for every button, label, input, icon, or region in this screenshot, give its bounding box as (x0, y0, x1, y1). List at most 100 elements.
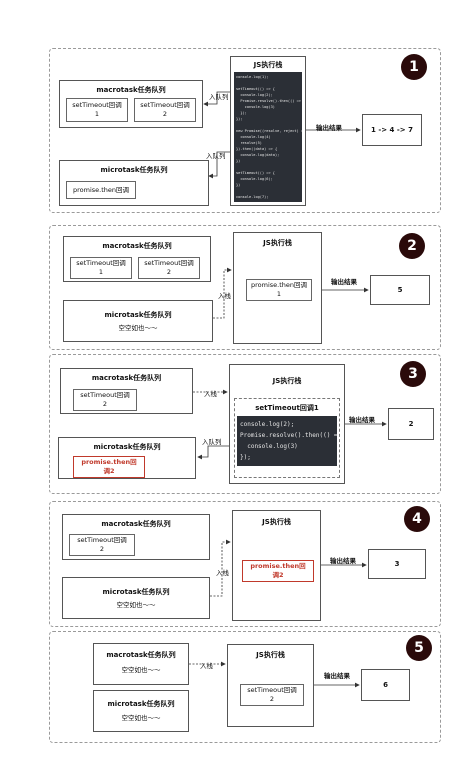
arrow-stack-to-macro (203, 91, 230, 107)
push-label: 入栈 (216, 569, 229, 577)
step-1-js-stack: JS执行栈 console.log(1); setTimeout(() => {… (230, 56, 306, 206)
push-label: 入栈 (204, 390, 217, 398)
step-5-macrotask-queue: macrotask任务队列 空空如也～～ (93, 643, 189, 685)
code-line: console.log(6); (236, 177, 273, 181)
microtask-queue-title: microtask任务队列 (102, 588, 170, 596)
step-5-microtask-queue: microtask任务队列 空空如也～～ (93, 690, 189, 732)
js-stack-title: JS执行栈 (263, 239, 292, 247)
microtask-queue-title: microtask任务队列 (93, 443, 161, 451)
code-line: resolve(5) (236, 141, 262, 145)
step-1-macrotask-queue: macrotask任务队列 setTimeout回调 1 setTimeout回… (59, 80, 203, 128)
step-2-panel (49, 225, 441, 350)
step-3-badge: 3 (400, 361, 426, 387)
code-line: }) (236, 183, 241, 187)
stack-item: setTimeout回调 2 (240, 684, 304, 706)
step-4-js-stack: JS执行栈 promise.then回 调2 (232, 510, 321, 621)
micro-item: promise.then回调 (66, 181, 136, 199)
macrotask-queue-title: macrotask任务队列 (96, 86, 166, 94)
code-line: console.log(3) (236, 105, 275, 109)
output-label: 输出结果 (349, 416, 375, 424)
step-4-badge: 4 (404, 506, 430, 532)
step-1-panel (49, 48, 441, 213)
output-label: 输出结果 (316, 124, 342, 132)
macrotask-queue-title: macrotask任务队列 (102, 242, 172, 250)
step-2-js-stack: JS执行栈 promise.then回调 1 (233, 232, 322, 344)
stack-item: promise.then回 调2 (242, 560, 314, 582)
step-3-output-box: 2 (388, 408, 434, 440)
step-3-js-stack: JS执行栈 setTimeout回调1 console.log(2);Promi… (229, 364, 345, 484)
step-1-output-box: 1 -> 4 -> 7 (362, 114, 422, 146)
step-3-macrotask-queue: macrotask任务队列 setTimeout回调 2 (60, 368, 193, 414)
step-1-code-block: console.log(1); setTimeout(() => { conso… (234, 72, 302, 202)
code-line: console.log(2); (240, 421, 295, 428)
js-stack-title: JS执行栈 (272, 377, 302, 385)
code-line: }).then((data) => { (236, 147, 278, 151)
output-label: 输出结果 (330, 557, 356, 565)
arrow-micro-to-stack (213, 267, 232, 319)
macro-item: setTimeout回调 1 (70, 257, 132, 279)
code-line: }) (236, 159, 241, 163)
empty-text: 空空如也～～ (116, 601, 156, 609)
code-line: console.log(2); (236, 93, 273, 97)
macro-item: setTimeout回调 2 (73, 389, 137, 411)
arrow-stack-to-micro (197, 445, 229, 460)
step-3-code-block: console.log(2);Promise.resolve().then(()… (237, 416, 337, 466)
enqueue-label: 入队列 (209, 93, 229, 101)
step-5-js-stack: JS执行栈 setTimeout回调 2 (227, 644, 314, 727)
output-label: 输出结果 (331, 278, 357, 286)
code-line: console.log(4) (236, 135, 271, 139)
empty-text: 空空如也～～ (121, 666, 161, 674)
step-4-output-box: 3 (368, 549, 426, 579)
code-line: }); (236, 117, 243, 121)
code-line: console.log(1); (236, 75, 269, 79)
code-line: console.log(3) (240, 443, 298, 450)
code-line: }); (240, 454, 251, 461)
step-3-panel (49, 354, 441, 494)
macro-item: setTimeout回调 1 (66, 98, 128, 122)
step-4-microtask-queue: microtask任务队列 空空如也～～ (62, 577, 210, 619)
micro-item: promise.then回 调2 (73, 456, 145, 478)
code-line: setTimeout(() => { (236, 171, 275, 175)
push-label: 入栈 (200, 662, 213, 670)
stack-item: promise.then回调 1 (246, 279, 312, 301)
step-2-badge: 2 (399, 233, 425, 259)
macro-item: setTimeout回调 2 (134, 98, 196, 122)
microtask-queue-title: microtask任务队列 (100, 166, 168, 174)
macrotask-queue-title: macrotask任务队列 (106, 651, 176, 659)
output-label: 输出结果 (324, 672, 350, 680)
code-line: setTimeout(() => { (236, 87, 275, 91)
step-2-microtask-queue: microtask任务队列 空空如也～～ (63, 300, 213, 342)
step-4-macrotask-queue: macrotask任务队列 setTimeout回调 2 (62, 514, 210, 560)
step-5-badge: 5 (406, 635, 432, 661)
step-3-sub-frame: setTimeout回调1 console.log(2);Promise.res… (234, 398, 340, 478)
code-line: console.log(7); (236, 195, 269, 199)
step-1-microtask-queue: microtask任务队列 promise.then回调 (59, 160, 209, 206)
macro-item: setTimeout回调 2 (138, 257, 200, 279)
code-line: }); (236, 111, 247, 115)
arrow-micro-to-stack (210, 539, 231, 597)
macrotask-queue-title: macrotask任务队列 (91, 374, 162, 382)
sub-frame-title: setTimeout回调1 (255, 404, 319, 412)
code-line: console.log(data); (236, 153, 280, 157)
step-5-panel (49, 631, 441, 743)
macro-item: setTimeout回调 2 (69, 534, 135, 556)
step-2-macrotask-queue: macrotask任务队列 setTimeout回调 1 setTimeout回… (63, 236, 211, 282)
empty-text: 空空如也～～ (118, 324, 158, 332)
microtask-queue-title: microtask任务队列 (104, 311, 172, 319)
enqueue-label: 入队列 (202, 438, 222, 446)
macrotask-queue-title: macrotask任务队列 (101, 520, 171, 528)
step-2-output-box: 5 (370, 275, 430, 305)
step-1-badge: 1 (401, 54, 427, 80)
arrow-stack-to-micro (208, 151, 230, 179)
js-stack-title: JS执行栈 (256, 651, 285, 659)
push-label: 入栈 (218, 292, 231, 300)
microtask-queue-title: microtask任务队列 (107, 700, 175, 708)
step-3-microtask-queue: microtask任务队列 promise.then回 调2 (58, 437, 196, 479)
step-4-panel (49, 501, 441, 627)
enqueue-label: 入队列 (206, 152, 226, 160)
step-5-output-box: 6 (361, 669, 410, 701)
empty-text: 空空如也～～ (121, 714, 161, 722)
code-line: Promise.resolve().then(() => { (236, 99, 302, 103)
js-stack-title: JS执行栈 (253, 61, 283, 69)
